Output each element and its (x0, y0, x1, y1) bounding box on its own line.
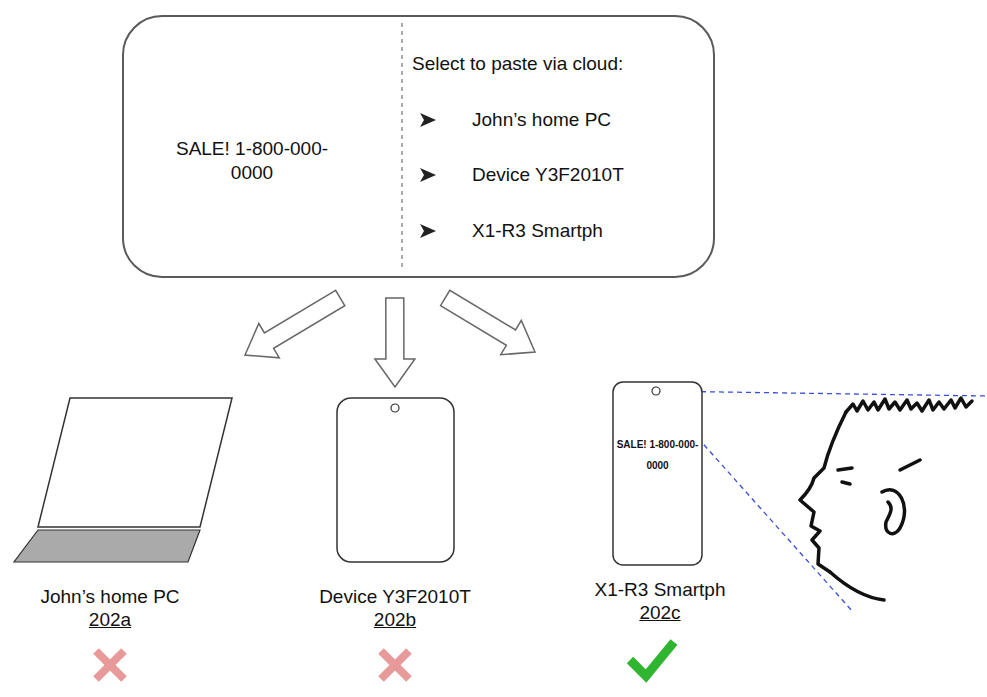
menu-option: John’s home PC (472, 109, 611, 132)
device-name: X1-R3 Smartph (595, 579, 726, 602)
reject-mark (381, 651, 409, 679)
clipboard-content: SALE! 1-800-000-0000 (172, 137, 332, 185)
smartphone-device: SALE! 1-800-000-0000X1-R3 Smartph202c (570, 381, 750, 626)
screen-content: SALE! 1-800-000-0000 (613, 434, 702, 476)
laptop-device: John’s home PC202a (0, 397, 240, 637)
reject-mark (96, 651, 124, 679)
device-name: John’s home PC (40, 586, 179, 609)
tablet-device: Device Y3F2010T202b (300, 397, 490, 637)
callout-number: 202a (89, 609, 131, 632)
hollow-arrow (245, 290, 345, 358)
callout-number: 202b (374, 609, 416, 632)
hollow-arrow (441, 290, 536, 354)
hollow-arrow (375, 298, 415, 387)
menu-option: X1-R3 Smartph (472, 220, 603, 243)
face-profile (800, 398, 972, 600)
menu-heading: Select to paste via cloud: (412, 53, 623, 76)
view-line (656, 391, 987, 396)
callout-number: 202c (639, 602, 680, 625)
paste-menu-box: SALE! 1-800-000-0000 Select to paste via … (122, 15, 715, 278)
accept-mark (630, 642, 674, 676)
menu-option: Device Y3F2010T (472, 164, 624, 187)
device-name: Device Y3F2010T (319, 586, 471, 609)
